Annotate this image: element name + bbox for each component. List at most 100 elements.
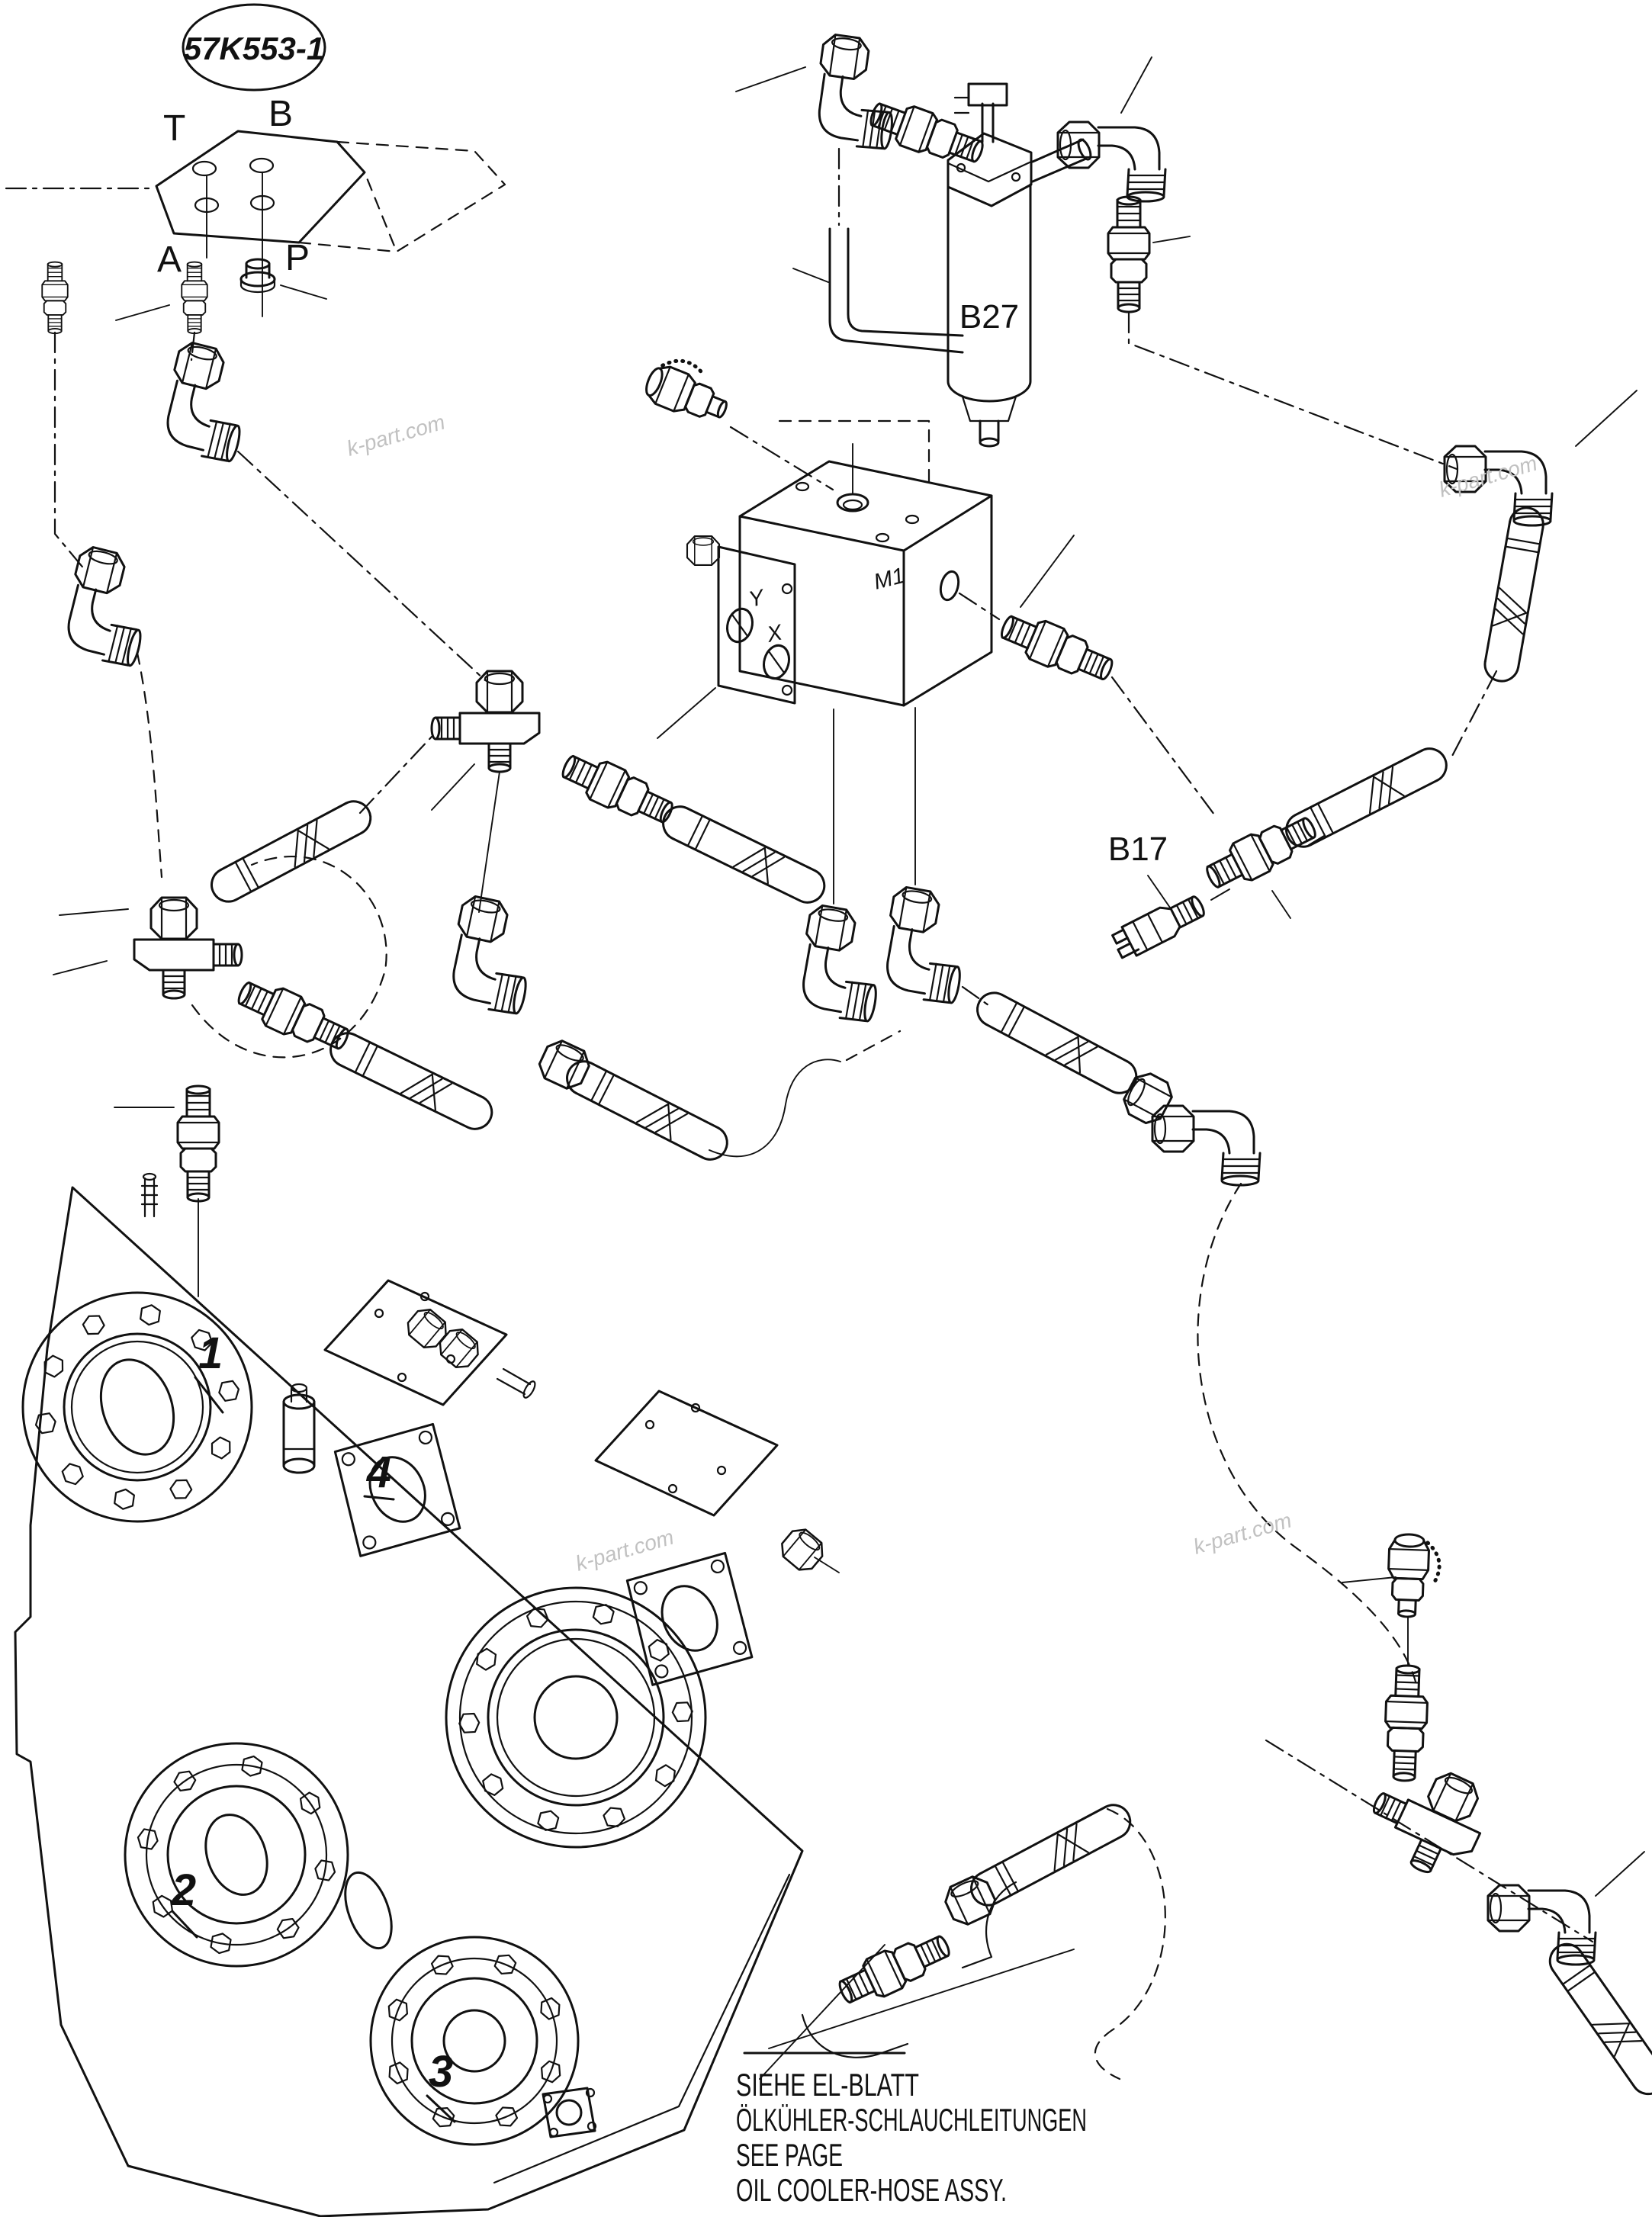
b27-filter xyxy=(947,82,1033,448)
down-fitting xyxy=(176,1084,220,1203)
tee-fitting xyxy=(432,671,539,772)
union-fitting xyxy=(231,972,356,1061)
leader-lines xyxy=(1147,875,1291,919)
center-line xyxy=(1110,676,1216,816)
valve-block-assembly: M1 Y X xyxy=(641,351,1216,904)
item-1-slash xyxy=(194,1376,224,1414)
housing-outline xyxy=(14,1186,804,2217)
breather-plug xyxy=(282,1383,316,1474)
part-tag-oval xyxy=(182,3,326,92)
port-p-plug xyxy=(239,258,276,294)
b17-pressure-sensor xyxy=(1108,888,1210,963)
hose xyxy=(1481,503,1548,686)
union-fitting xyxy=(995,606,1120,691)
leader-line xyxy=(1020,535,1075,608)
center-line xyxy=(1449,670,1498,760)
bulkhead-fitting xyxy=(832,1924,957,2013)
union-fitting xyxy=(555,745,680,834)
valve-port-label-y: Y xyxy=(747,585,768,612)
routing-curve xyxy=(136,651,163,879)
center-line xyxy=(729,426,834,491)
leader-line xyxy=(1595,1851,1645,1897)
pipe-end xyxy=(1077,138,1092,161)
port-plate-group: 57K553-1 T B A P xyxy=(5,3,506,879)
housing-inner-edge xyxy=(493,1873,791,2184)
label-b27: B27 xyxy=(959,298,1019,336)
tee-fitting xyxy=(1358,1750,1498,1886)
routing-dash xyxy=(778,419,930,487)
leader-lines xyxy=(115,284,327,321)
part-tag-label: 57K553-1 xyxy=(184,31,324,66)
center-line xyxy=(1265,1739,1594,1943)
note-line-en2: OIL COOLER-HOSE ASSY. xyxy=(736,2172,1007,2208)
tee-fitting xyxy=(134,898,242,998)
b27-filter-assembly: B27 xyxy=(735,34,1458,471)
note-leader xyxy=(768,1949,1075,2049)
item-number-3: 3 xyxy=(429,2047,453,2097)
item-3-slash xyxy=(426,2094,456,2123)
hose-curve xyxy=(709,1059,841,1158)
port-plate xyxy=(5,130,506,317)
hex-nut xyxy=(533,1035,596,1094)
hose xyxy=(656,799,831,910)
watermark: k-part.com xyxy=(1191,1509,1294,1559)
center-line xyxy=(961,985,990,1007)
elbow-fitting xyxy=(56,545,159,668)
leader-line xyxy=(1120,56,1152,114)
watermark: k-part.com xyxy=(573,1525,677,1576)
routing-dash xyxy=(845,1030,902,1062)
hose xyxy=(1279,741,1454,854)
hex-nut xyxy=(1117,1067,1178,1129)
note-block: SIEHE EL-BLATT ÖLKÜHLER-SCHLAUCHLEITUNGE… xyxy=(736,1949,1087,2208)
axis-lines xyxy=(1210,835,1325,901)
mounting-pad xyxy=(323,1279,508,1406)
port-label-p: P xyxy=(285,238,310,278)
hose xyxy=(204,794,378,909)
port-a-fitting xyxy=(181,261,208,335)
test-coupler xyxy=(641,351,737,429)
straight-fitting xyxy=(41,261,69,335)
leader-line xyxy=(1152,236,1191,243)
leader-line xyxy=(814,1557,840,1573)
port-label-b: B xyxy=(268,94,293,134)
port-label-t: T xyxy=(163,108,185,149)
leader-line xyxy=(759,1944,885,2080)
valve-block: M1 Y X xyxy=(657,443,993,904)
note-line-en1: SEE PAGE xyxy=(736,2137,843,2173)
bottom-port-flange xyxy=(542,2087,597,2138)
hose xyxy=(964,1798,1138,1913)
routing-curve xyxy=(191,856,387,1059)
leader-lines xyxy=(53,908,175,1108)
mounting-pad xyxy=(594,1390,779,1517)
cover-plate xyxy=(624,1550,755,1688)
item-number-4: 4 xyxy=(366,1447,391,1497)
center-line xyxy=(53,331,87,572)
center-line xyxy=(190,331,487,682)
elbow-fitting xyxy=(442,895,542,1017)
flange-1 xyxy=(21,1291,253,1523)
leader-line xyxy=(792,268,829,283)
label-b17: B17 xyxy=(1108,831,1168,868)
elbow-fitting xyxy=(1058,122,1165,201)
hex-nut xyxy=(939,1871,1001,1930)
leader-line xyxy=(1342,1576,1396,1583)
bottom-hose-chain xyxy=(759,1798,1166,2080)
top-right-elbow-group xyxy=(1445,390,1638,760)
routing-curve xyxy=(1197,1182,1417,1683)
valve-port-label-m1: M1 xyxy=(871,564,907,595)
drain-pipe xyxy=(828,227,964,354)
elbow-fitting xyxy=(877,885,974,1005)
valve-port-label-x: X xyxy=(764,620,786,647)
leader-line xyxy=(1575,390,1638,447)
port-label-a: A xyxy=(157,239,182,280)
center-line xyxy=(1127,311,1458,471)
watermark: k-part.com xyxy=(1436,451,1540,502)
bottom-right-assembly xyxy=(1265,1534,1652,2102)
left-tee-chain xyxy=(53,856,499,1297)
item-4-slash xyxy=(363,1495,395,1501)
leader-line xyxy=(431,763,500,913)
gearbox-housing: 1 4 2 3 xyxy=(14,1172,840,2217)
item-number-1: 1 xyxy=(198,1329,223,1378)
union-fitting xyxy=(1199,806,1323,898)
